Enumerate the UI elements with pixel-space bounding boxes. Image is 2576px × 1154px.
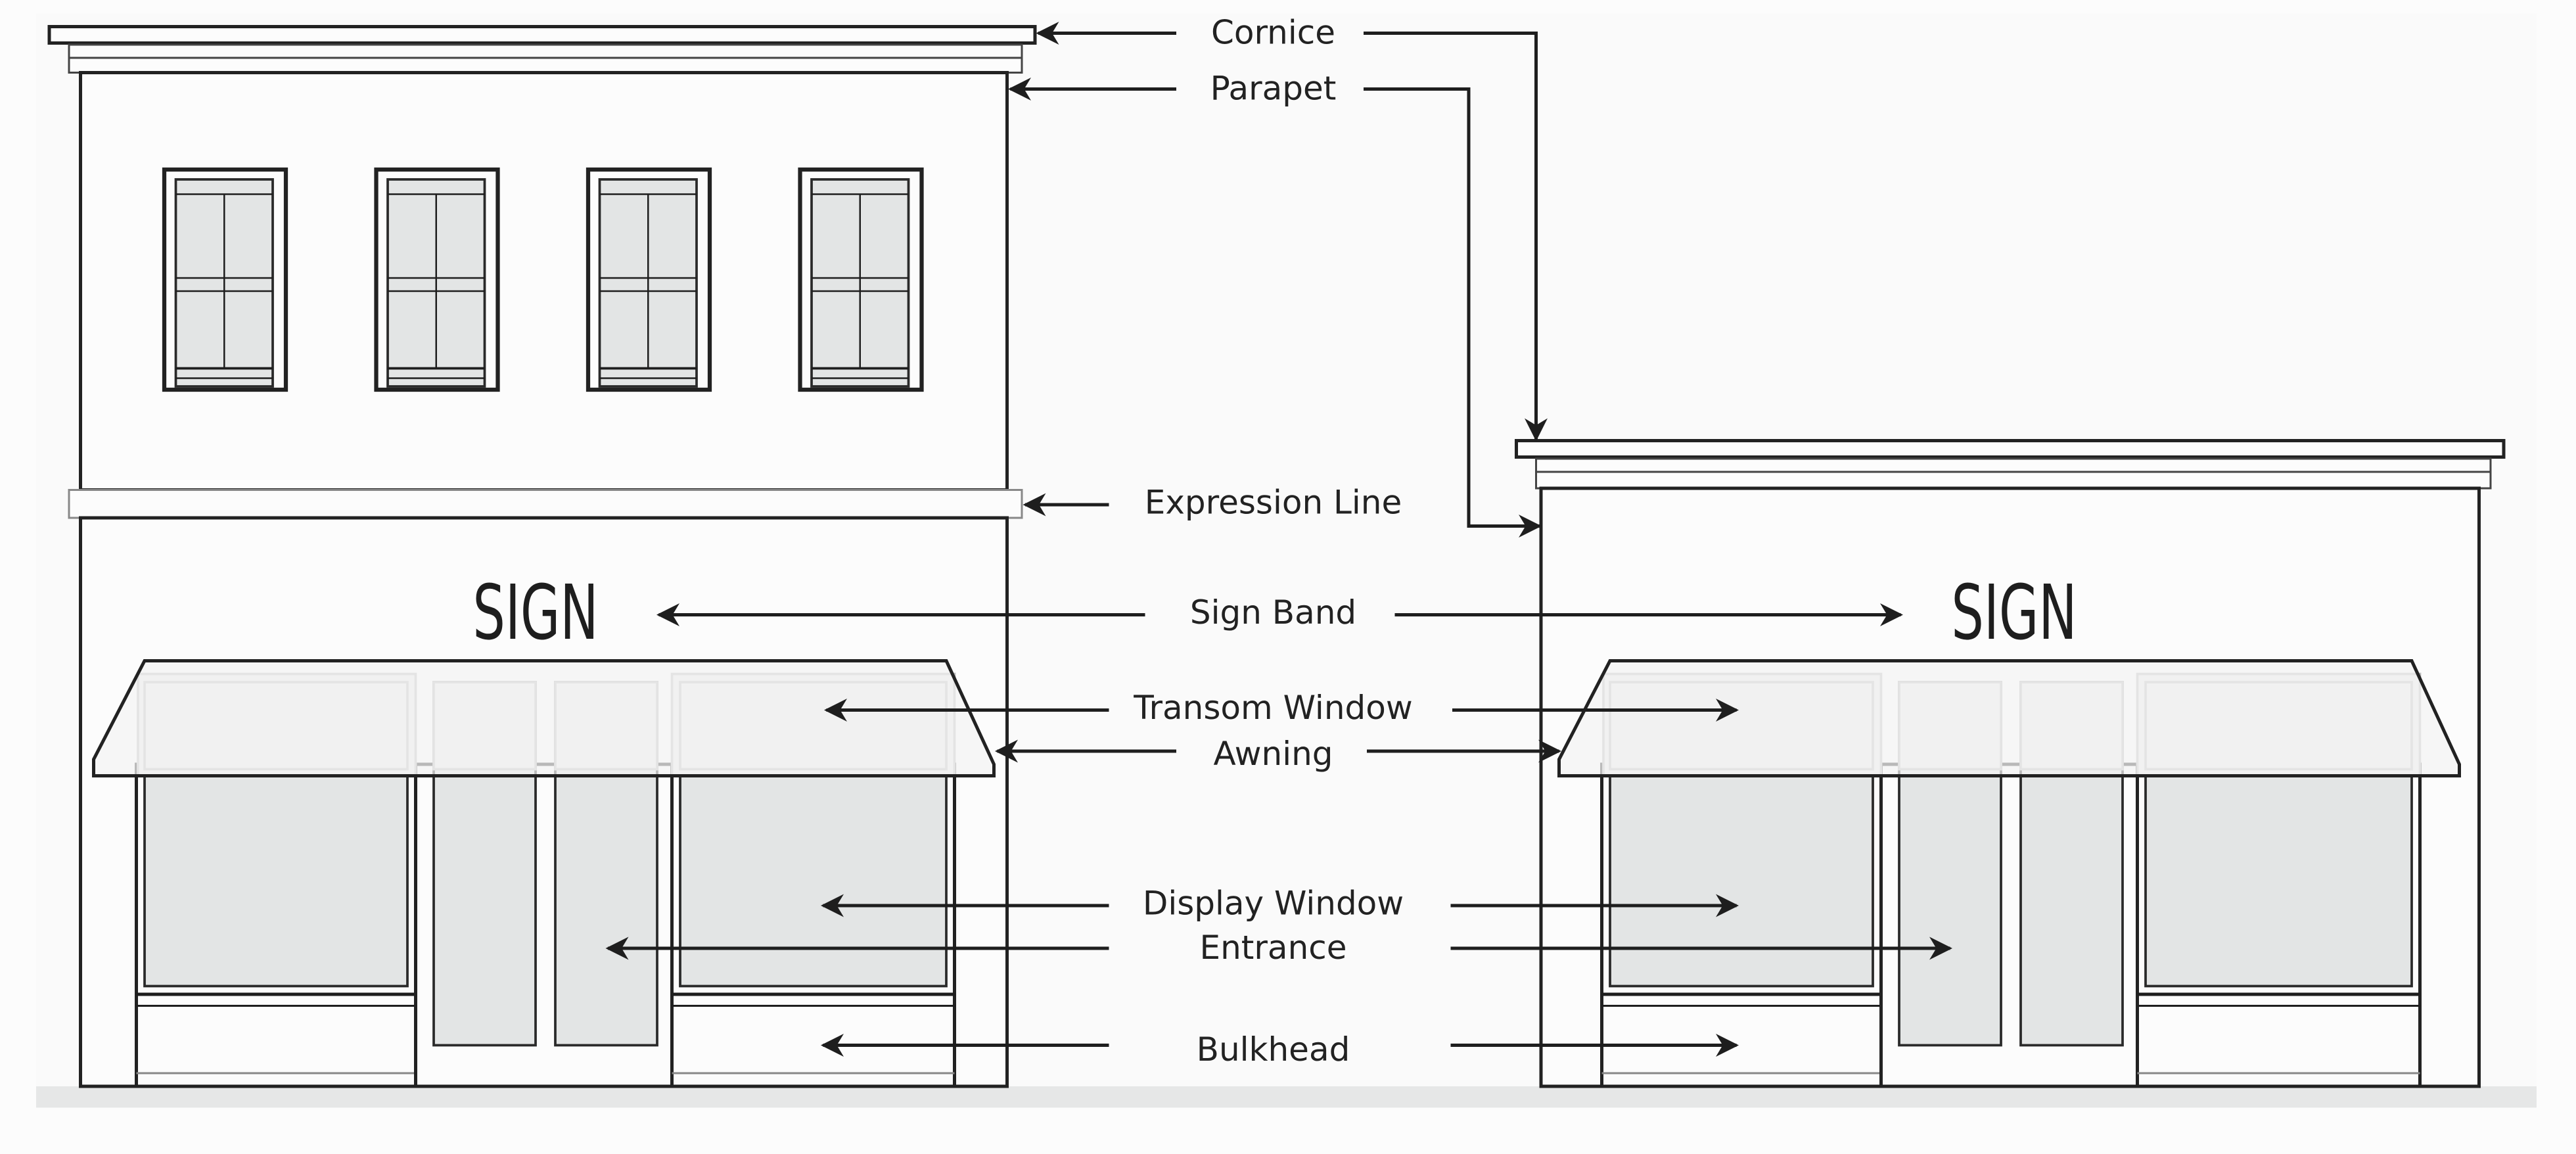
- left-parapet: [68, 43, 1023, 59]
- right-cornice: [1515, 439, 2506, 459]
- left-expression-line: [68, 489, 1023, 519]
- upper-window: [164, 170, 286, 390]
- labels: Cornice Parapet Expression Line Sign Ban…: [1133, 14, 1412, 1069]
- left-cornice: [47, 24, 1037, 45]
- label-sign-band: Sign Band: [1190, 593, 1356, 632]
- upper-window: [588, 170, 710, 390]
- upper-window: [377, 170, 498, 390]
- left-sign: SIGN: [472, 570, 598, 657]
- label-parapet: Parapet: [1210, 70, 1337, 108]
- left-building: SIGN: [47, 24, 1037, 1088]
- right-building: SIGN: [1515, 439, 2506, 1088]
- label-expression-line: Expression Line: [1145, 484, 1402, 522]
- leader-arrows: [605, 21, 1952, 1057]
- left-storefront: [94, 661, 994, 1087]
- right-sign: SIGN: [1951, 570, 2077, 657]
- label-bulkhead: Bulkhead: [1197, 1030, 1350, 1069]
- label-transom-window: Transom Window: [1133, 689, 1412, 727]
- label-display-window: Display Window: [1143, 885, 1404, 923]
- label-entrance: Entrance: [1199, 929, 1346, 967]
- right-storefront: [1559, 661, 2460, 1087]
- label-cornice: Cornice: [1211, 14, 1335, 52]
- upper-window: [800, 170, 922, 390]
- ground: [36, 1086, 2537, 1108]
- arrow-parapet-right: [1364, 87, 1542, 538]
- arrow-cornice-right: [1364, 31, 1548, 442]
- right-parapet: [1535, 457, 2492, 473]
- label-awning: Awning: [1213, 735, 1333, 773]
